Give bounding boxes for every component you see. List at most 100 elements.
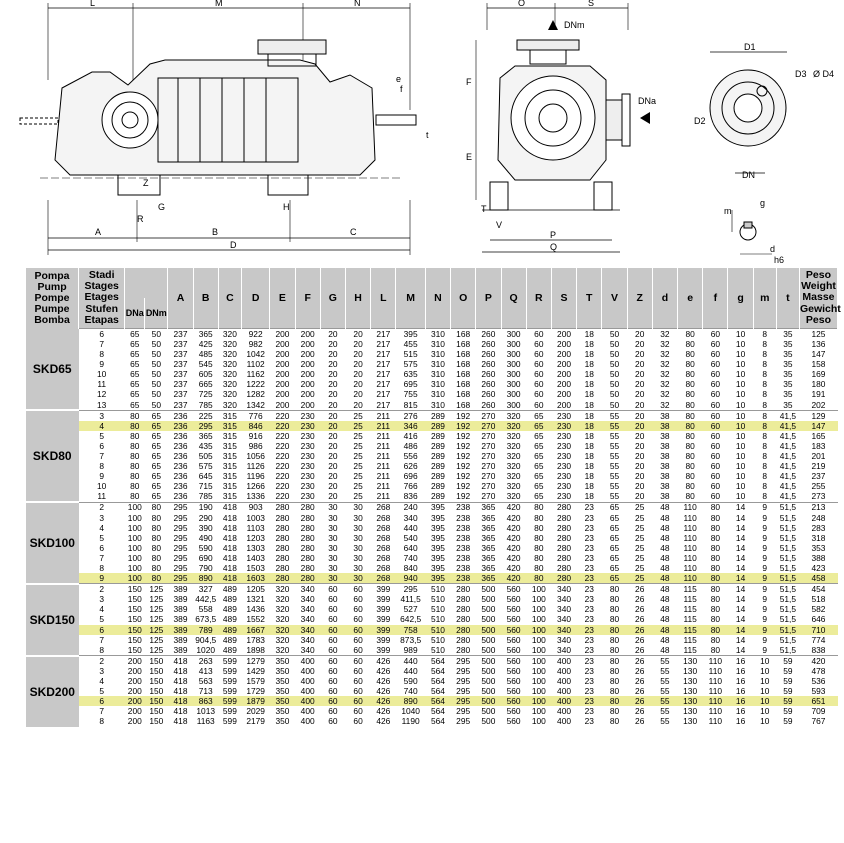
table-cell: 14 xyxy=(735,634,746,645)
table-cell: 500 xyxy=(481,594,496,605)
table-cell: 60 xyxy=(328,614,338,625)
table-cell: 23 xyxy=(584,563,594,573)
table-cell: 315 xyxy=(218,409,242,421)
dim-label-G: G xyxy=(158,202,165,212)
table-cell: 10 xyxy=(735,441,746,451)
table-cell: 500 xyxy=(481,716,496,727)
table-cell: 200 xyxy=(300,369,315,380)
table-cell: 564 xyxy=(425,655,451,667)
table-cell: 150 xyxy=(149,676,164,687)
table-cell: 295 xyxy=(456,716,471,727)
header-dnm: DNm xyxy=(144,298,169,329)
table-cell: 18 xyxy=(584,491,594,502)
table-cell: 289 xyxy=(425,409,451,421)
table-cell: 230 xyxy=(551,409,577,421)
table-cell: 289 xyxy=(430,441,445,451)
table-cell: 815 xyxy=(403,399,418,410)
table-cell: 165 xyxy=(811,430,826,441)
table-cell: 890 xyxy=(193,573,219,584)
table-cell: 230 xyxy=(300,481,315,492)
table-cell: 60 xyxy=(353,716,363,727)
table-cell: 25 xyxy=(635,522,645,533)
table-cell: 23 xyxy=(584,706,594,717)
table-cell: 696 xyxy=(403,471,418,482)
table-cell: 110 xyxy=(702,696,728,707)
header-col-O: O xyxy=(450,268,477,329)
table-cell: 776 xyxy=(241,409,270,421)
table-cell: 80 xyxy=(710,553,721,563)
table-cell: 982 xyxy=(248,339,263,349)
header-col-H: H xyxy=(345,268,372,329)
table-cell: 100 xyxy=(531,634,546,645)
table-cell: 217 xyxy=(370,328,396,340)
table-cell: 23 xyxy=(584,512,594,523)
table-cell: 60 xyxy=(320,655,346,667)
table-cell: 60 xyxy=(320,624,346,635)
table-cell: 1667 xyxy=(241,624,270,635)
table-cell: 400 xyxy=(551,696,577,707)
dim-label-m: m xyxy=(724,206,732,216)
table-cell: 80 xyxy=(702,573,728,584)
table-cell: 26 xyxy=(635,644,645,655)
table-cell: 80 xyxy=(144,501,168,513)
table-cell: 80 xyxy=(601,583,628,595)
table-cell: 489 xyxy=(222,614,237,625)
table-cell: 230 xyxy=(300,461,315,472)
table-cell: 10 xyxy=(760,676,770,687)
table-cell: 80 xyxy=(685,441,695,451)
inlet-arrow-icon xyxy=(640,112,650,124)
table-cell: 315 xyxy=(222,461,237,472)
table-cell: 320 xyxy=(222,339,237,349)
table-cell: 100 xyxy=(127,532,142,543)
table-cell: 35 xyxy=(776,328,800,340)
table-cell: 60 xyxy=(534,369,544,380)
table-cell: 25 xyxy=(353,461,363,472)
table-cell: 168 xyxy=(456,369,471,380)
table-cell: 7 xyxy=(99,553,104,563)
table-cell: 395 xyxy=(430,522,445,533)
table-cell: 80 xyxy=(685,389,695,400)
table-cell: 890 xyxy=(395,696,426,707)
table-cell: 80 xyxy=(130,471,140,482)
table-cell: 25 xyxy=(635,532,645,543)
table-cell: 515 xyxy=(403,349,418,360)
table-cell: 55 xyxy=(609,451,620,461)
table-cell: 510 xyxy=(430,644,445,655)
table-cell: 8 xyxy=(99,563,104,573)
table-cell: 65 xyxy=(609,542,620,553)
table-cell: 60 xyxy=(345,624,371,635)
table-cell: 65 xyxy=(144,409,168,421)
table-cell: 789 xyxy=(193,624,219,635)
table-cell: 2 xyxy=(78,583,125,595)
table-cell: 1603 xyxy=(241,573,270,584)
table-cell: 564 xyxy=(430,666,445,676)
table-cell: 389 xyxy=(173,594,188,605)
table-cell: 268 xyxy=(370,501,396,513)
table-cell: 9 xyxy=(762,604,768,615)
table-cell: 270 xyxy=(481,481,496,492)
table-cell: 26 xyxy=(635,666,645,676)
table-cell: 365 xyxy=(481,512,496,523)
table-cell: 236 xyxy=(167,420,194,431)
table-cell: 80 xyxy=(609,634,620,645)
table-cell: 48 xyxy=(652,624,678,635)
table-cell: 9 xyxy=(762,512,768,523)
table-cell: 14 xyxy=(735,563,746,573)
table-cell: 60 xyxy=(353,594,363,605)
table-cell: 280 xyxy=(456,644,471,655)
table-cell: 60 xyxy=(710,491,721,502)
dim-label-f: f xyxy=(400,84,403,94)
table-cell: 202 xyxy=(811,399,826,410)
table-cell: 100 xyxy=(531,686,546,697)
table-cell: 60 xyxy=(710,430,721,441)
table-cell: 130 xyxy=(683,706,698,717)
table-cell: 280 xyxy=(295,501,321,513)
table-cell: 100 xyxy=(127,512,142,523)
table-cell: 418 xyxy=(173,676,188,687)
table-cell: 26 xyxy=(635,604,645,615)
table-cell: 846 xyxy=(241,420,270,431)
table-cell: 8 xyxy=(762,491,768,502)
